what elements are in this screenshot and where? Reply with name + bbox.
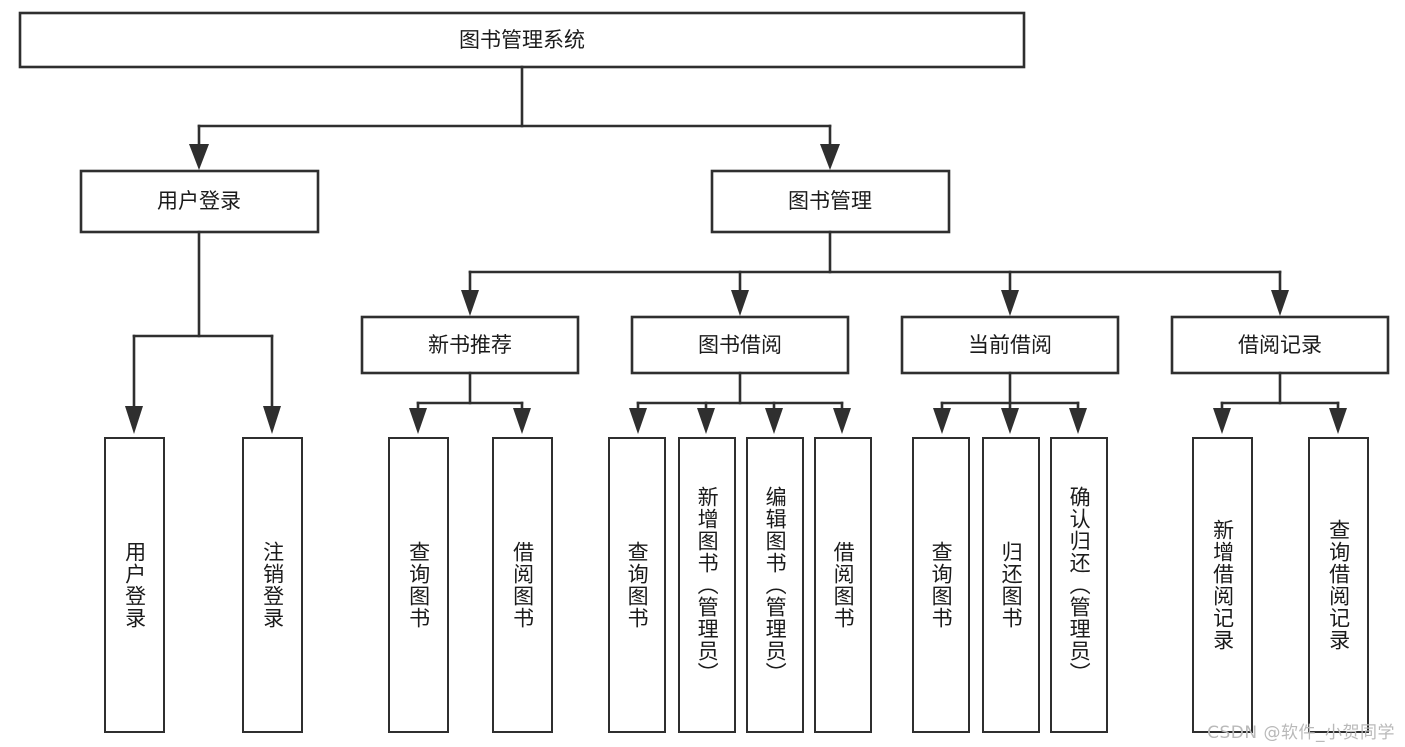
arrowhead-to-book-borrow (731, 290, 749, 316)
arrowhead-leaf-current-borrow-1 (933, 408, 951, 434)
leaf-book-borrow-query[interactable]: 查询图书 (608, 437, 666, 733)
node-book-manage-label: 图书管理 (788, 189, 872, 213)
leaf-book-borrow-borrow-label: 借阅图书 (831, 541, 856, 629)
node-user-login[interactable]: 用户登录 (79, 169, 320, 234)
arrowhead-leaf-new-book-2 (513, 408, 531, 434)
arrowhead-leaf-book-borrow-2 (697, 408, 715, 434)
leaf-new-book-query-label: 查询图书 (406, 541, 431, 629)
leaf-user-login-logout-label: 注销登录 (260, 541, 285, 629)
arrowhead-leaf-current-borrow-3 (1069, 408, 1087, 434)
node-book-borrow-box[interactable] (630, 315, 850, 375)
arrowhead-to-new-book (461, 290, 479, 316)
node-book-borrow-label: 图书借阅 (698, 333, 782, 357)
leaf-current-borrow-confirm[interactable]: 确认归还（管理员） (1050, 437, 1108, 733)
arrowhead-leaf-new-book-1 (409, 408, 427, 434)
leaf-borrow-record-add-label: 新增借阅记录 (1210, 519, 1235, 651)
leaf-current-borrow-query-label: 查询图书 (929, 541, 954, 629)
leaf-current-borrow-query[interactable]: 查询图书 (912, 437, 970, 733)
arrowhead-leaf-book-borrow-4 (833, 408, 851, 434)
leaf-new-book-borrow-label: 借阅图书 (510, 541, 535, 629)
arrowhead-to-current-borrow (1001, 290, 1019, 316)
arrowhead-leaf-user-login-1 (125, 406, 143, 434)
leaf-new-book-query[interactable]: 查询图书 (388, 437, 449, 733)
arrowhead-leaf-user-login-2 (263, 406, 281, 434)
arrowhead-leaf-book-borrow-1 (629, 408, 647, 434)
leaf-book-borrow-edit[interactable]: 编辑图书（管理员） (746, 437, 804, 733)
leaf-user-login-login[interactable]: 用户登录 (104, 437, 165, 733)
arrowhead-leaf-book-borrow-3 (765, 408, 783, 434)
leaf-current-borrow-return[interactable]: 归还图书 (982, 437, 1040, 733)
leaf-book-borrow-add-label: 新增图书（管理员） (695, 486, 720, 684)
leaf-current-borrow-return-label: 归还图书 (999, 541, 1024, 629)
arrowhead-leaf-borrow-record-2 (1329, 408, 1347, 434)
arrowhead-leaf-borrow-record-1 (1213, 408, 1231, 434)
leaf-book-borrow-add[interactable]: 新增图书（管理员） (678, 437, 736, 733)
arrowhead-to-borrow-record (1271, 290, 1289, 316)
leaf-current-borrow-confirm-label: 确认归还（管理员） (1067, 486, 1092, 684)
leaf-new-book-borrow[interactable]: 借阅图书 (492, 437, 553, 733)
node-root[interactable]: 图书管理系统 (18, 11, 1026, 69)
node-new-book-recommend-box[interactable] (360, 315, 580, 375)
node-root-box[interactable] (18, 11, 1026, 69)
node-book-borrow[interactable]: 图书借阅 (630, 315, 850, 375)
node-user-login-label: 用户登录 (157, 189, 241, 213)
arrowhead-to-book-manage (820, 144, 840, 170)
leaf-book-borrow-borrow[interactable]: 借阅图书 (814, 437, 872, 733)
arrowhead-to-user-login (189, 144, 209, 170)
node-borrow-record[interactable]: 借阅记录 (1170, 315, 1390, 375)
node-borrow-record-label: 借阅记录 (1238, 333, 1322, 357)
node-new-book-recommend[interactable]: 新书推荐 (360, 315, 580, 375)
arrowhead-leaf-current-borrow-2 (1001, 408, 1019, 434)
node-root-label: 图书管理系统 (459, 28, 585, 52)
node-current-borrow-label: 当前借阅 (968, 333, 1052, 357)
leaf-borrow-record-query[interactable]: 查询借阅记录 (1308, 437, 1369, 733)
leaf-borrow-record-add[interactable]: 新增借阅记录 (1192, 437, 1253, 733)
leaf-user-login-login-label: 用户登录 (122, 541, 147, 629)
node-current-borrow[interactable]: 当前借阅 (900, 315, 1120, 375)
leaf-borrow-record-query-label: 查询借阅记录 (1326, 519, 1351, 651)
leaf-user-login-logout[interactable]: 注销登录 (242, 437, 303, 733)
node-book-manage[interactable]: 图书管理 (710, 169, 951, 234)
leaf-book-borrow-edit-label: 编辑图书（管理员） (763, 486, 788, 684)
node-new-book-recommend-label: 新书推荐 (428, 333, 512, 357)
node-current-borrow-box[interactable] (900, 315, 1120, 375)
leaf-book-borrow-query-label: 查询图书 (625, 541, 650, 629)
